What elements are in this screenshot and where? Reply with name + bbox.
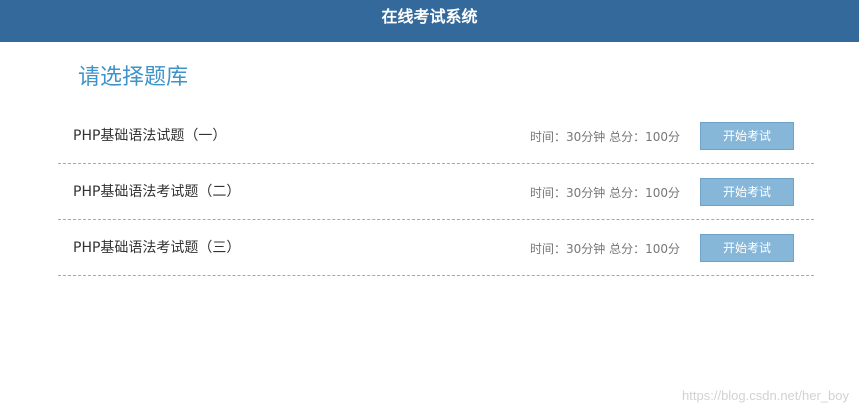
exam-row-2: PHP基础语法考试题（二） 时间：30分钟 总分：100分 开始考试 [58,164,814,220]
exam-list: PHP基础语法试题（一） 时间：30分钟 总分：100分 开始考试 PHP基础语… [58,108,814,276]
exam-row-1: PHP基础语法试题（一） 时间：30分钟 总分：100分 开始考试 [58,108,814,164]
exam-meta: 时间：30分钟 总分：100分 [530,186,680,200]
exam-meta: 时间：30分钟 总分：100分 [530,130,680,144]
exam-name: PHP基础语法考试题（三） [73,240,241,256]
app-header: 在线考试系统 [0,0,859,42]
exam-meta: 时间：30分钟 总分：100分 [530,242,680,256]
start-exam-button-1[interactable]: 开始考试 [700,122,794,150]
exam-name: PHP基础语法试题（一） [73,128,227,144]
page-title: 请选择题库 [78,65,189,90]
app-title: 在线考试系统 [381,7,478,26]
start-exam-button-2[interactable]: 开始考试 [700,178,794,206]
watermark: https://blog.csdn.net/her_boy [682,388,849,403]
exam-name: PHP基础语法考试题（二） [73,184,241,200]
start-exam-button-3[interactable]: 开始考试 [700,234,794,262]
exam-row-3: PHP基础语法考试题（三） 时间：30分钟 总分：100分 开始考试 [58,220,814,276]
